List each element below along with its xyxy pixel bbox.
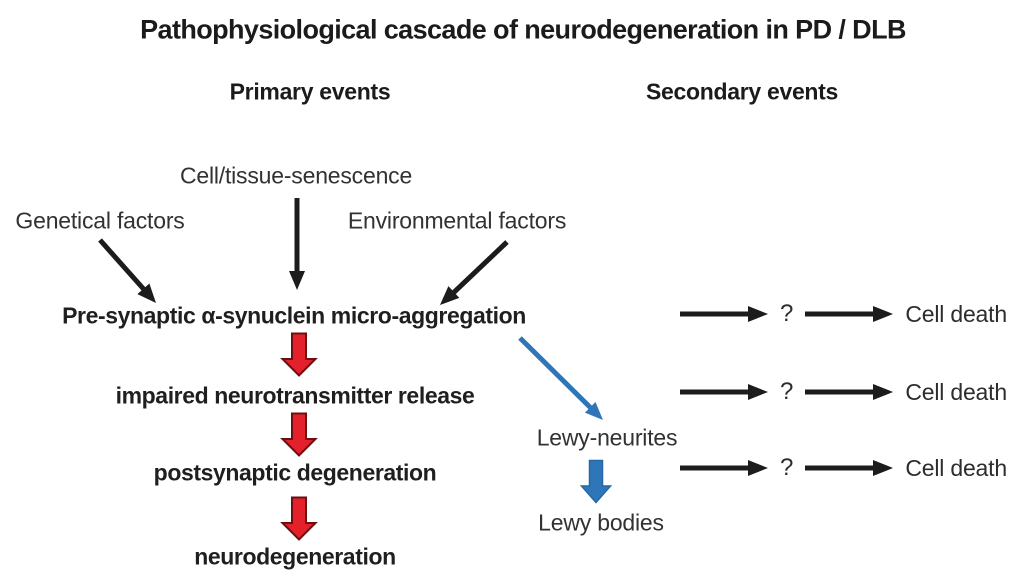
arrow-right-icon [805,306,894,322]
cascade-step-postsynaptic: postsynaptic degeneration [153,459,437,486]
cell-death-label: Cell death [905,378,1007,405]
blue-arrow-to-lewy-neurites-icon [518,336,603,420]
secondary-row-2: ? Cell death [680,377,1007,407]
secondary-row-3: ? Cell death [680,453,1007,483]
arrow-right-icon [680,306,768,322]
diagram-title: Pathophysiological cascade of neurodegen… [140,14,906,45]
lewy-bodies-label: Lewy bodies [538,509,664,536]
cell-death-label: Cell death [905,454,1007,481]
unknown-step-label: ? [780,454,794,481]
arrow-genetic-to-aggregation-icon [98,238,156,303]
red-cascade-arrow-3-icon [280,496,318,541]
cell-death-label: Cell death [905,300,1007,327]
arrow-environmental-to-aggregation-icon [440,240,509,305]
cascade-step-neurotransmitter: impaired neurotransmitter release [115,382,475,409]
arrow-right-icon [680,384,768,400]
senescence-label: Cell/tissue-senescence [179,162,413,189]
primary-events-header: Primary events [229,78,391,105]
blue-block-arrow-lewy-bodies-icon [579,459,613,504]
lewy-neurites-label: Lewy-neurites [536,424,678,451]
red-cascade-arrow-1-icon [280,332,318,377]
unknown-step-label: ? [780,300,794,327]
cascade-step-neurodegeneration: neurodegeneration [194,543,396,570]
cascade-step-aggregation: Pre-synaptic α-synuclein micro-aggregati… [62,302,526,329]
red-cascade-arrow-2-icon [280,412,318,457]
environmental-factors-label: Environmental factors [347,207,567,234]
secondary-row-1: ? Cell death [680,299,1007,329]
arrow-senescence-to-aggregation-icon [289,198,305,290]
arrow-right-icon [805,384,894,400]
secondary-events-header: Secondary events [645,78,839,105]
unknown-step-label: ? [780,378,794,405]
genetic-factors-label: Genetical factors [15,207,185,234]
arrow-right-icon [680,460,768,476]
arrow-right-icon [805,460,894,476]
